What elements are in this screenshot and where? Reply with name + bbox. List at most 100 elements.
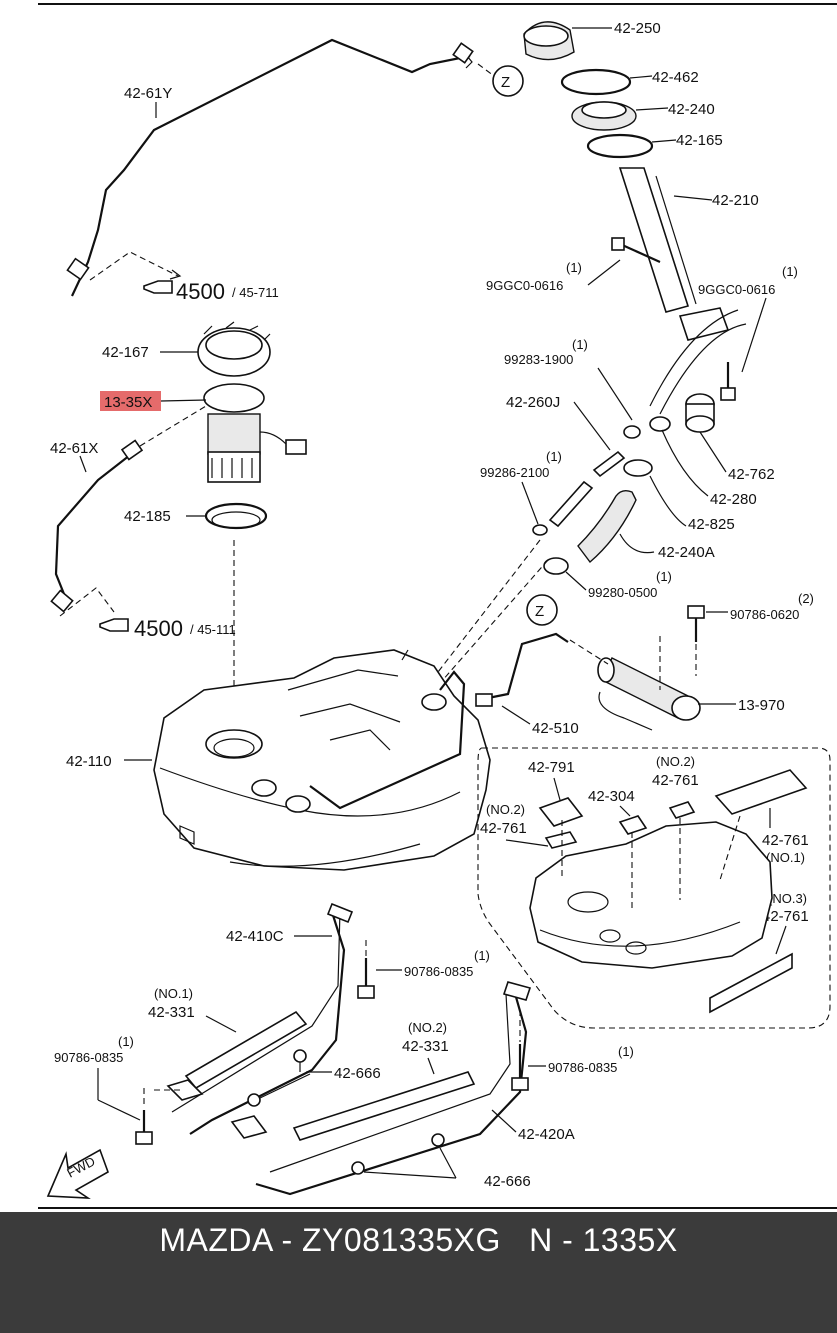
qty-99283: (1) — [572, 337, 588, 352]
label-42-304: 42-304 — [588, 788, 635, 805]
insulator-42-331-no2[interactable] — [292, 1071, 476, 1141]
label-42-761-no2-upper: 42-761 — [652, 772, 699, 789]
clamp-42-825[interactable] — [623, 459, 653, 477]
bolt-42-666-lower[interactable] — [351, 1133, 445, 1175]
see-ref-hand-icon-mid[interactable] — [99, 618, 129, 632]
qty-99280: (1) — [656, 569, 672, 584]
bolt-90786-0835-upper[interactable] — [357, 958, 375, 999]
clamp-99283[interactable] — [623, 425, 641, 439]
footer-bar: MAZDA - ZY081335XG N - 1335X — [0, 1212, 837, 1333]
label-42-666-upper: 42-666 — [334, 1065, 381, 1082]
insulator-42-304[interactable] — [618, 815, 648, 835]
see-ref-hand-icon-top[interactable] — [143, 280, 173, 294]
label-42-110: 42-110 — [66, 753, 112, 770]
hose-42-240a[interactable] — [577, 489, 637, 564]
ref-45-111[interactable]: / 45-111 — [190, 622, 236, 637]
qty-90786-0835-upper: (1) — [474, 948, 490, 963]
label-42-410c: 42-410C — [226, 928, 284, 945]
filler-pipe-part[interactable] — [618, 167, 690, 313]
label-42-260j: 42-260J — [506, 394, 560, 411]
label-no2-left: (NO.2) — [486, 802, 525, 817]
fuel-tank-42-110[interactable] — [153, 649, 491, 871]
label-z-mid: Z — [535, 603, 544, 620]
grommet-42-762[interactable] — [685, 393, 715, 433]
qty-9ggc0-right: (1) — [782, 264, 798, 279]
label-42-280: 42-280 — [710, 491, 757, 508]
fuel-line-42-510[interactable] — [477, 632, 569, 702]
label-42-825: 42-825 — [688, 516, 735, 533]
insulator-42-791[interactable] — [538, 797, 584, 827]
label-42-331-no2: 42-331 — [402, 1038, 449, 1055]
qty-99286: (1) — [546, 449, 562, 464]
lock-ring-42-167[interactable] — [197, 321, 271, 377]
ref-4500-top[interactable]: 4500 — [176, 279, 225, 304]
label-42-791: 42-791 — [528, 759, 575, 776]
label-42-61y: 42-61Y — [124, 85, 172, 102]
label-9ggc0-right: 9GGC0-0616 — [698, 282, 775, 297]
bolt-9ggc0-left[interactable] — [611, 237, 661, 264]
insulator-42-761-no3[interactable] — [709, 952, 793, 1014]
fuel-tank-exploded-diagram: 42-250 42-462 42-240 42-165 42-210 (1) 9… — [38, 3, 837, 1209]
label-42-210: 42-210 — [712, 192, 759, 209]
inset-tank-outline — [529, 821, 773, 969]
bolt-9ggc0-right[interactable] — [720, 362, 736, 401]
qty-90786-0835-left: (1) — [118, 1034, 134, 1049]
label-42-185: 42-185 — [124, 508, 171, 525]
fuel-pump-13-35x[interactable] — [203, 383, 307, 483]
inset-dashed-frame — [477, 747, 831, 1029]
label-99286-2100: 99286-2100 — [480, 465, 549, 480]
strap-42-410c[interactable] — [189, 911, 346, 1135]
label-z-top: Z — [501, 74, 510, 91]
gasket-42-185[interactable] — [204, 502, 268, 530]
label-42-250: 42-250 — [614, 20, 661, 37]
label-42-761-no1: 42-761 — [762, 832, 809, 849]
label-42-761-no2-left: 42-761 — [480, 820, 527, 837]
label-99283-1900: 99283-1900 — [504, 352, 573, 367]
ref-45-711[interactable]: / 45-711 — [232, 285, 279, 300]
bolt-90786-0835-right[interactable] — [511, 1044, 529, 1091]
label-42-331-no1: 42-331 — [148, 1004, 195, 1021]
fuel-line-42-61x[interactable] — [54, 451, 135, 595]
label-42-167: 42-167 — [102, 344, 149, 361]
hose-42-260j[interactable] — [592, 450, 626, 478]
ref-circle-z-mid — [526, 594, 558, 626]
label-42-61x: 42-61X — [50, 440, 98, 457]
clamp-99286[interactable] — [532, 524, 548, 536]
hose-42-280[interactable] — [649, 416, 671, 432]
label-no3: (NO.3) — [768, 891, 807, 906]
bolt-90786-0620[interactable] — [687, 605, 705, 642]
insulator-42-761-no2-upper[interactable] — [668, 801, 696, 819]
filler-cap-part[interactable] — [523, 21, 575, 61]
label-no1-inset: (NO.1) — [766, 850, 805, 865]
vapor-line-42-61y[interactable] — [71, 38, 471, 297]
filler-neck-seal-part[interactable] — [571, 101, 637, 131]
ref-circle-z-top — [492, 65, 524, 97]
label-42-420a: 42-420A — [518, 1126, 575, 1143]
o-ring-42-462[interactable] — [560, 68, 632, 96]
strap-end-bracket-right — [230, 1115, 268, 1139]
clamp-99280[interactable] — [543, 557, 569, 575]
fwd-arrow-icon: FWD — [46, 1148, 109, 1199]
hose-short[interactable] — [548, 480, 594, 528]
bolt-90786-0835-left[interactable] — [135, 1110, 153, 1145]
ref-4500-mid[interactable]: 4500 — [134, 616, 183, 641]
o-ring-42-165[interactable] — [586, 133, 654, 159]
label-90786-0835-right: 90786-0835 — [548, 1060, 617, 1075]
insulator-42-761-no1[interactable] — [714, 769, 808, 815]
qty-90786-0835-right: (1) — [618, 1044, 634, 1059]
strap-end-bracket-left — [166, 1079, 204, 1101]
label-9ggc0-left: 9GGC0-0616 — [486, 278, 563, 293]
fuel-filter-13-970[interactable] — [597, 657, 701, 731]
label-42-462: 42-462 — [652, 69, 699, 86]
label-90786-0620: 90786-0620 — [730, 607, 799, 622]
insulator-42-331-no1[interactable] — [184, 1010, 308, 1090]
insulator-42-761-no2-left[interactable] — [544, 831, 578, 849]
bolt-42-666-upper[interactable] — [247, 1049, 307, 1107]
label-13-35x[interactable]: 13-35X — [104, 394, 152, 411]
label-no1-331: (NO.1) — [154, 986, 193, 1001]
label-no2-upper: (NO.2) — [656, 754, 695, 769]
label-42-165: 42-165 — [676, 132, 723, 149]
part-number-title: MAZDA - ZY081335XG N - 1335X — [159, 1222, 678, 1258]
label-90786-0835-upper: 90786-0835 — [404, 964, 473, 979]
strap-42-420a[interactable] — [255, 989, 528, 1196]
